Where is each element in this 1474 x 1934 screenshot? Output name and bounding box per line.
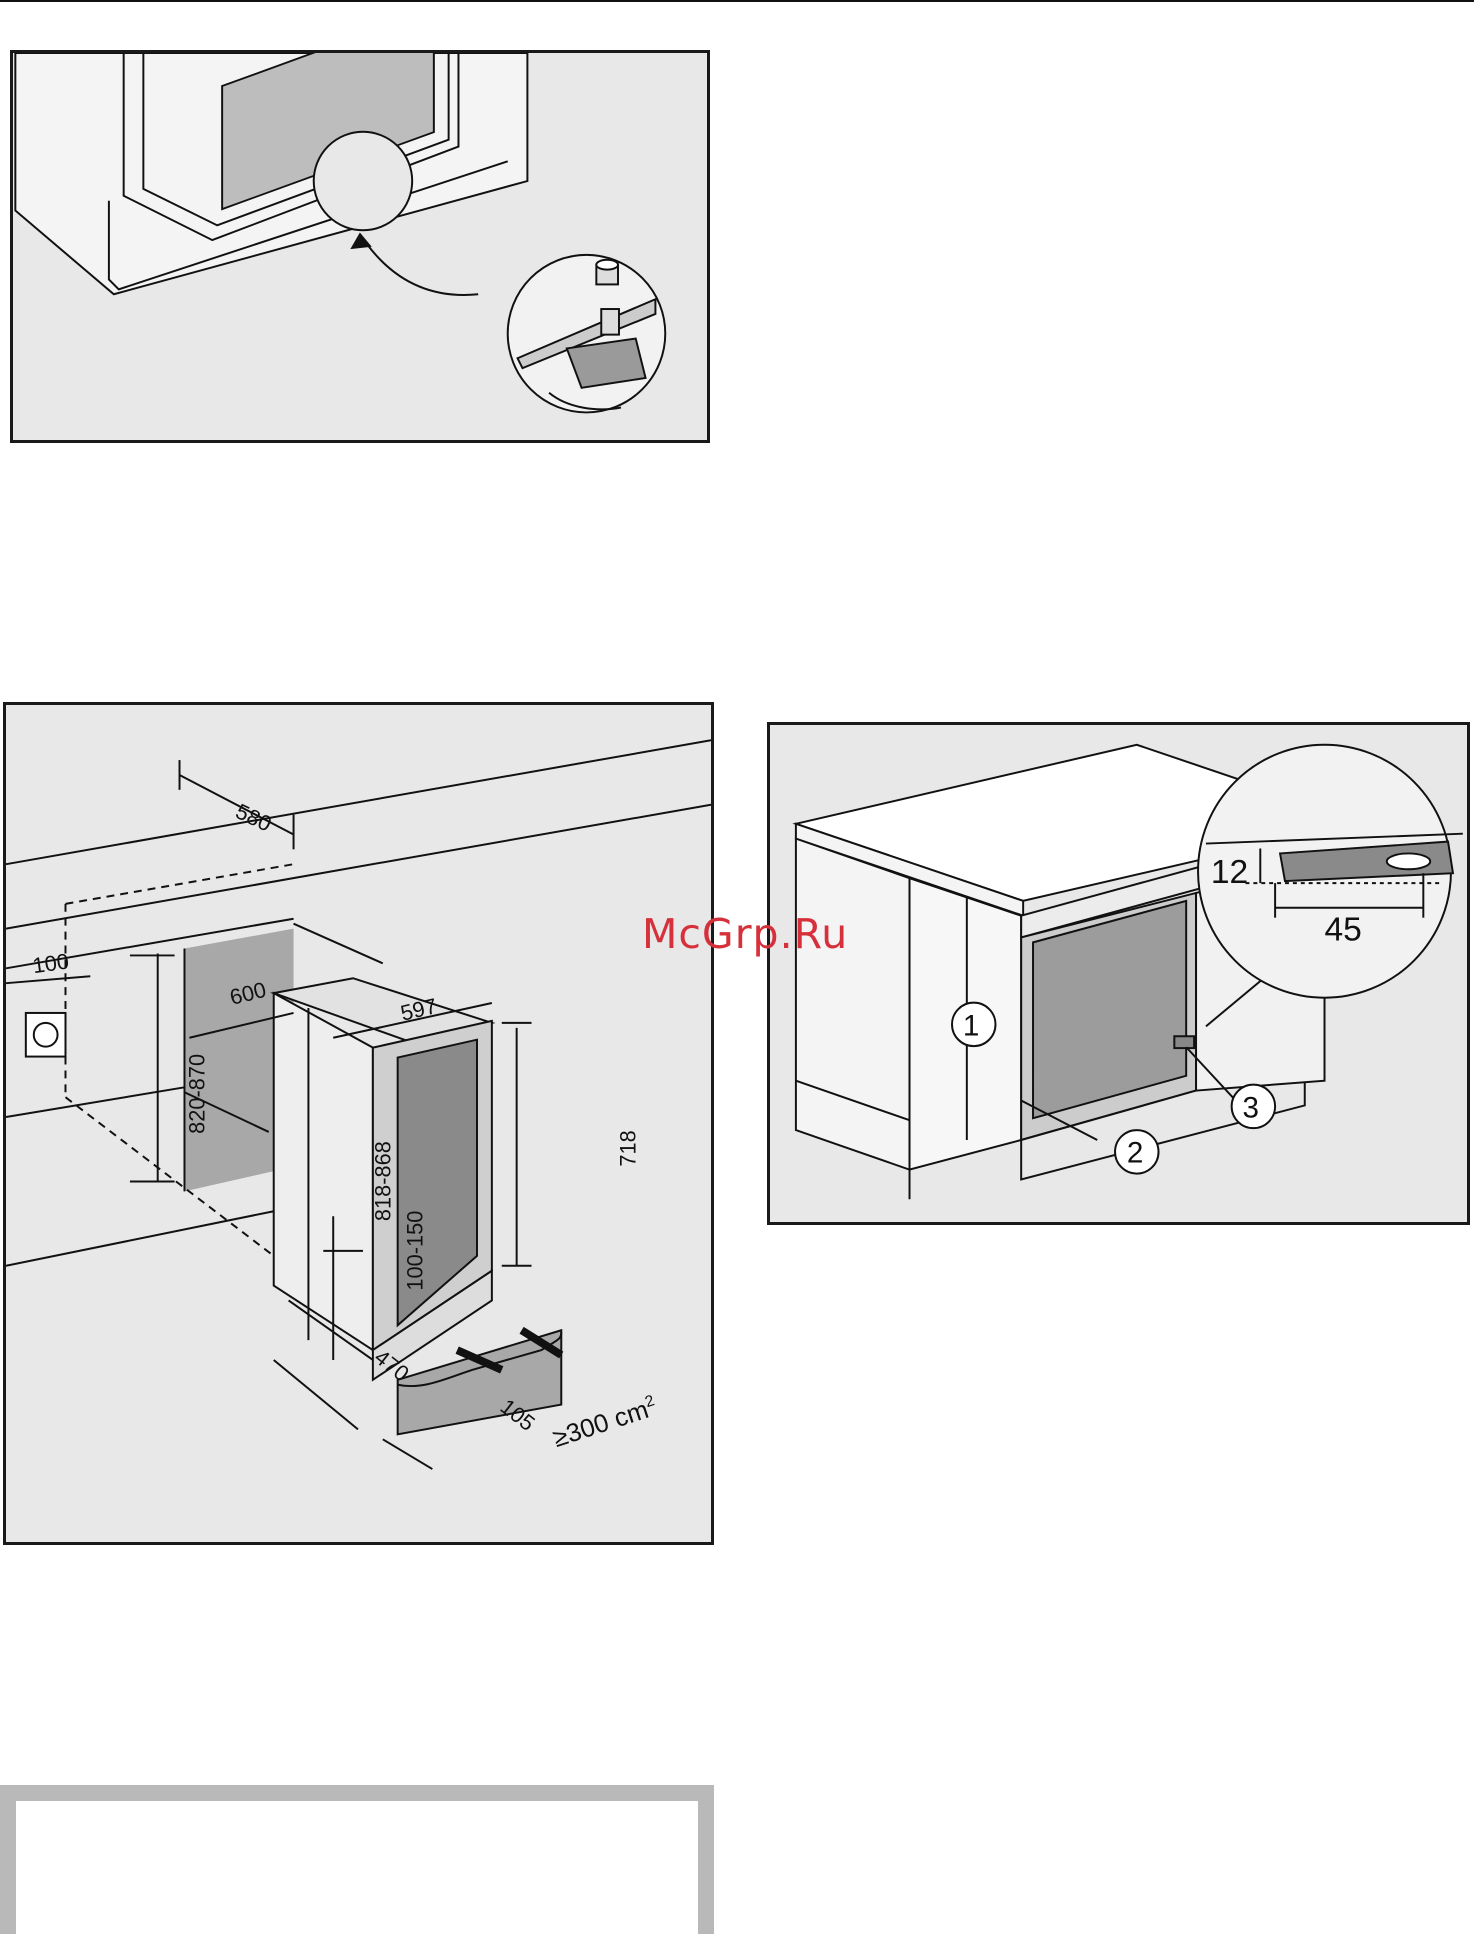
callout-1: 1 <box>963 1009 979 1042</box>
figure-niche-dimensions: 580 600 597 100 820-870 818-868 100-150 … <box>3 702 714 1545</box>
leveling-foot-illustration <box>13 53 707 440</box>
note-box-content <box>16 1801 698 1934</box>
callout-2: 2 <box>1127 1137 1143 1170</box>
dim-818-868: 818-868 <box>371 1141 396 1221</box>
detail-dim-12: 12 <box>1211 854 1248 891</box>
watermark: McGrp.Ru <box>642 910 848 958</box>
callout-3: 3 <box>1243 1091 1259 1124</box>
cabinet-installation-illustration: 1 2 3 12 45 <box>770 725 1467 1222</box>
detail-dim-45: 45 <box>1325 911 1362 948</box>
dim-820-870: 820-870 <box>184 1054 209 1134</box>
figure-leveling-foot <box>10 50 710 443</box>
note-box <box>0 1785 714 1934</box>
dim-100: 100 <box>31 948 71 978</box>
vent-area-label: ≥300 cm2 <box>549 1392 660 1453</box>
dim-100-150: 100-150 <box>402 1211 427 1291</box>
niche-dimensions-illustration: 580 600 597 100 820-870 818-868 100-150 … <box>6 705 711 1542</box>
dim-718: 718 <box>616 1130 641 1166</box>
header-rule <box>0 0 1474 2</box>
dim-580: 580 <box>232 798 276 836</box>
figure-cabinet-installation: 1 2 3 12 45 <box>767 722 1470 1225</box>
